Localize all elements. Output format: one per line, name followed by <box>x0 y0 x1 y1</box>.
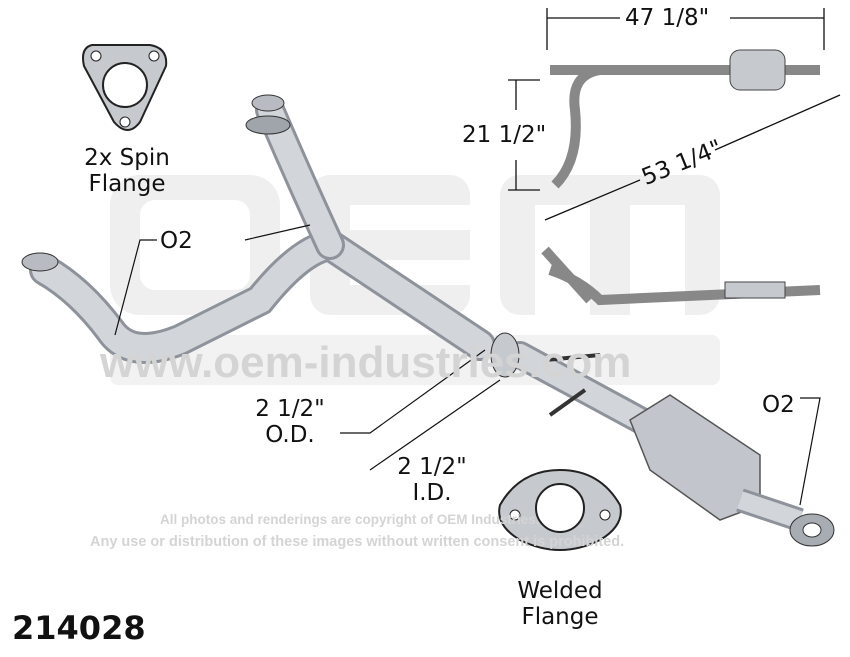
watermark-url: www.oem-industries.com <box>100 338 632 387</box>
dimension-lines <box>508 8 841 221</box>
dimension-length: 47 1/8" <box>625 5 710 31</box>
top-view-diagram <box>541 49 821 306</box>
dimension-height: 21 1/2" <box>462 122 547 148</box>
welded-flange-label: Welded Flange <box>505 578 615 630</box>
welded-flange-icon <box>498 468 622 551</box>
od-value: 2 1/2" <box>255 396 325 422</box>
od-label: 2 1/2" O.D. <box>240 396 340 448</box>
spin-flange-icon <box>82 44 168 131</box>
main-pipe-assembly <box>29 95 654 434</box>
id-value: 2 1/2" <box>397 454 467 480</box>
id-label: 2 1/2" I.D. <box>382 454 482 506</box>
od-unit: O.D. <box>265 422 315 448</box>
part-number: 214028 <box>12 609 146 647</box>
callout-lines <box>114 224 821 506</box>
o2-right-label: O2 <box>762 392 795 418</box>
id-unit: I.D. <box>412 480 452 506</box>
o2-left-label: O2 <box>160 228 193 254</box>
spin-flange-label-line2: Flange <box>88 171 166 197</box>
watermark-copyright-2: Any use or distribution of these images … <box>90 534 625 550</box>
welded-flange-line1: Welded <box>517 578 603 604</box>
spin-flange-label-line1: 2x Spin <box>84 145 170 171</box>
spin-flange-label: 2x Spin Flange <box>72 145 182 197</box>
inlet-flanges <box>21 94 601 417</box>
catalytic-converter <box>629 394 835 547</box>
welded-flange-line2: Flange <box>521 604 599 630</box>
watermark-copyright-1: All photos and renderings are copyright … <box>160 512 540 527</box>
